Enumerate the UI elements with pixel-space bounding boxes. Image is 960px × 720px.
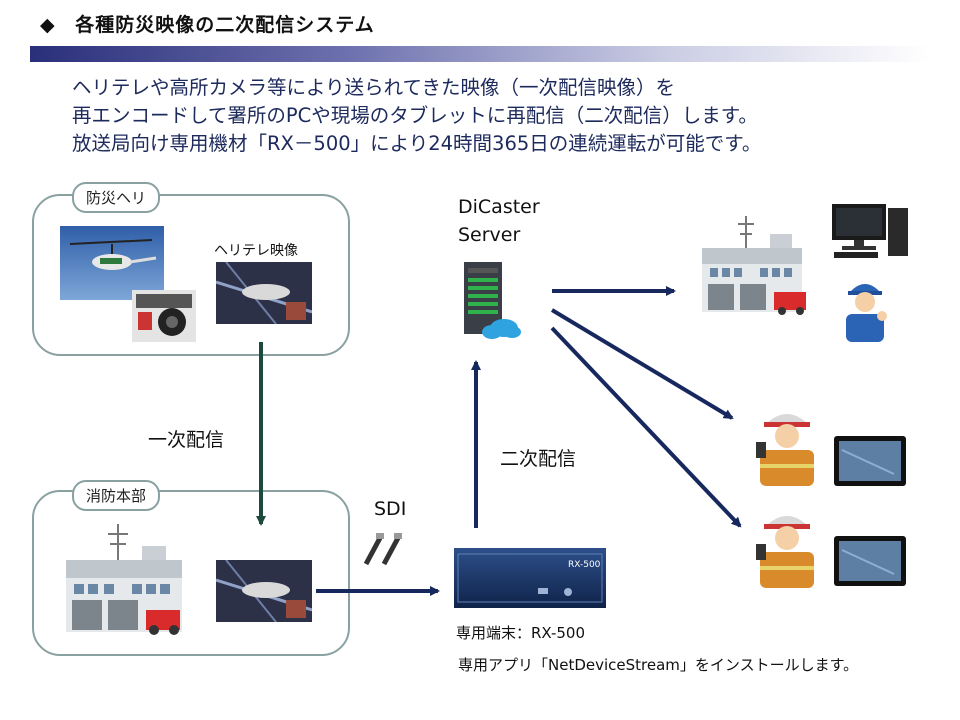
heli-video-label: ヘリテレ映像: [214, 243, 298, 259]
page-title: ◆ 各種防災映像の二次配信システム: [40, 10, 375, 37]
firefighter-icon-2: [752, 506, 822, 588]
sdi-cable-icon: [360, 530, 410, 570]
firefighter-icon-1: [752, 404, 822, 486]
device-app-label: 専用アプリ「NetDeviceStream」をインストールします。: [458, 656, 859, 674]
secondary-distribution-label: 二次配信: [500, 448, 577, 470]
arrow-server-to-tablet-2: [550, 326, 742, 528]
desktop-pc-icon: [828, 200, 910, 264]
hq-video-frame: [216, 560, 312, 622]
fire-station-icon: [700, 212, 812, 316]
helicopter-photo: [60, 226, 164, 300]
heli-camera-photo: [132, 290, 196, 342]
heli-video-frame: [216, 262, 312, 324]
rx500-badge: RX-500: [568, 560, 601, 570]
tablet-icon-2: [834, 536, 906, 586]
rx500-device-icon: RX-500: [454, 548, 606, 608]
tablet-icon-1: [834, 436, 906, 486]
description-line-3: 放送局向け専用機材「RX－500」により24時間365日の連続運転が可能です。: [72, 132, 762, 155]
device-name-label: 専用端末：RX-500: [456, 624, 585, 642]
hq-building-icon: [62, 520, 190, 638]
description-line-1: ヘリテレや高所カメラ等により送られてきた映像（一次配信映像）を: [72, 76, 675, 99]
hq-group-label: 消防本部: [72, 480, 161, 511]
staff-person-icon: [838, 276, 892, 342]
server-icon: [462, 262, 522, 342]
title-bullet: ◆: [40, 14, 56, 36]
description: ヘリテレや高所カメラ等により送られてきた映像（一次配信映像）を 再エンコードして…: [72, 74, 761, 158]
title-underline-bar: [30, 46, 930, 62]
arrow-server-to-tablet-1: [550, 308, 734, 420]
title-text: 各種防災映像の二次配信システム: [75, 14, 375, 36]
primary-distribution-label: 一次配信: [148, 429, 225, 451]
server-name-line2: Server: [458, 224, 521, 246]
sdi-label: SDI: [374, 498, 407, 520]
server-name-line1: DiCaster: [458, 196, 540, 218]
heli-group-label: 防災ヘリ: [72, 182, 161, 213]
description-line-2: 再エンコードして署所のPCや現場のタブレットに再配信（二次配信）します。: [72, 104, 758, 127]
